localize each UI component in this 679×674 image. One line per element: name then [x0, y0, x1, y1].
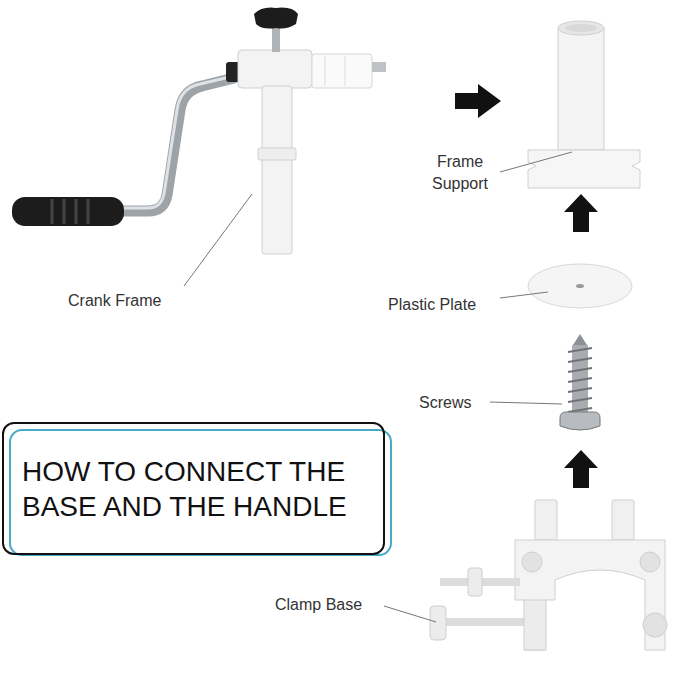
- leader-line: [184, 194, 252, 286]
- screw-drawing: [560, 334, 600, 430]
- part-label: Clamp Base: [275, 594, 362, 616]
- leader-line: [500, 152, 572, 172]
- arrow: [564, 194, 598, 232]
- part-label: Screws: [419, 392, 471, 414]
- plate-drawing: [528, 264, 632, 308]
- frame-support-drawing: [528, 21, 640, 188]
- heading-text: HOW TO CONNECT THE BASE AND THE HANDLE: [4, 454, 382, 524]
- part-label: Crank Frame: [68, 290, 161, 312]
- plate-hole: [576, 284, 584, 288]
- crank-frame-drawing: [12, 8, 386, 254]
- arrow: [564, 450, 598, 488]
- leader-line: [500, 292, 548, 298]
- arrow: [455, 84, 501, 118]
- leader-line: [384, 606, 436, 622]
- heading-box: HOW TO CONNECT THE BASE AND THE HANDLE: [2, 422, 385, 555]
- part-label: Frame Support: [420, 151, 500, 195]
- leader-line: [490, 402, 562, 404]
- part-label: Plastic Plate: [388, 294, 476, 316]
- clamp-base-drawing: [430, 500, 667, 650]
